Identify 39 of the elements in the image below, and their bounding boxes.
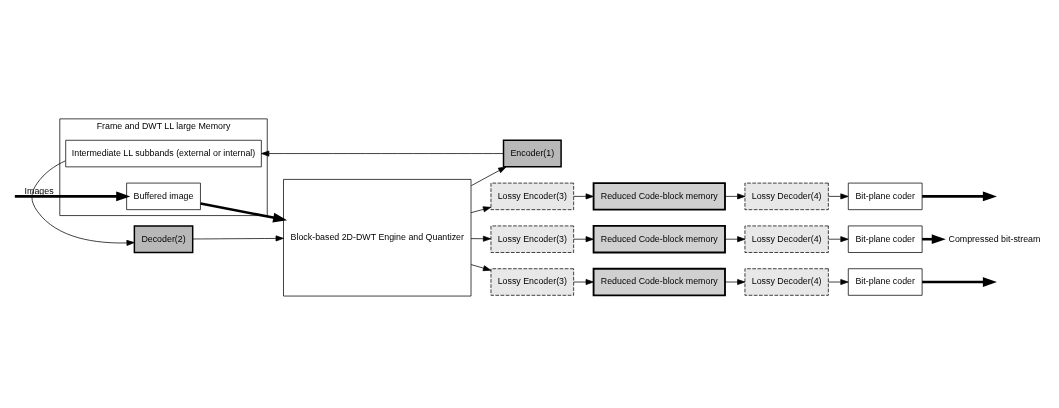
arrow [828, 192, 849, 199]
arrow [261, 150, 504, 156]
arrow [573, 278, 594, 285]
arrow [724, 278, 746, 285]
node-text: Compressed bit-stream [948, 232, 1041, 243]
node-box: Bit-plane coder [847, 267, 923, 296]
arrow [200, 201, 288, 222]
arrow [724, 235, 746, 242]
arrow [573, 192, 594, 199]
node-box: Buffered image [126, 182, 201, 210]
node-box: Lossy Encoder(3) [490, 182, 574, 210]
arrow [828, 278, 849, 285]
node-box: Reduced Code-block memory [592, 224, 726, 253]
node-box: Reduced Code-block memory [592, 267, 726, 296]
arrow [828, 235, 849, 242]
arrow [724, 192, 746, 199]
arrow [31, 160, 135, 246]
node-box: Intermediate LL subbands (external or internal) [65, 139, 262, 167]
node-box: Lossy Encoder(3) [490, 225, 574, 253]
node-box: Block-based 2D-DWT Engine and Quantizer [283, 178, 472, 296]
node-box: Encoder(1) [502, 139, 562, 168]
edge-label: Images [24, 185, 54, 196]
node-box: Bit-plane coder [847, 182, 923, 210]
node-box: Lossy Decoder(4) [744, 182, 829, 210]
node-box: Bit-plane coder [847, 225, 923, 253]
arrow [922, 276, 997, 287]
arrow [470, 166, 507, 186]
arrow [14, 190, 131, 201]
node-box: Lossy Encoder(3) [490, 267, 574, 296]
node-box: Decoder(2) [133, 224, 194, 253]
arrow [470, 205, 492, 213]
arrow [192, 234, 284, 241]
node-box: Lossy Decoder(4) [744, 267, 829, 296]
arrow [470, 235, 492, 242]
node-box: Reduced Code-block memory [592, 181, 726, 211]
arrow [922, 190, 997, 201]
node-box: Lossy Decoder(4) [744, 225, 829, 253]
arrow [573, 235, 594, 242]
arrow [470, 263, 492, 271]
